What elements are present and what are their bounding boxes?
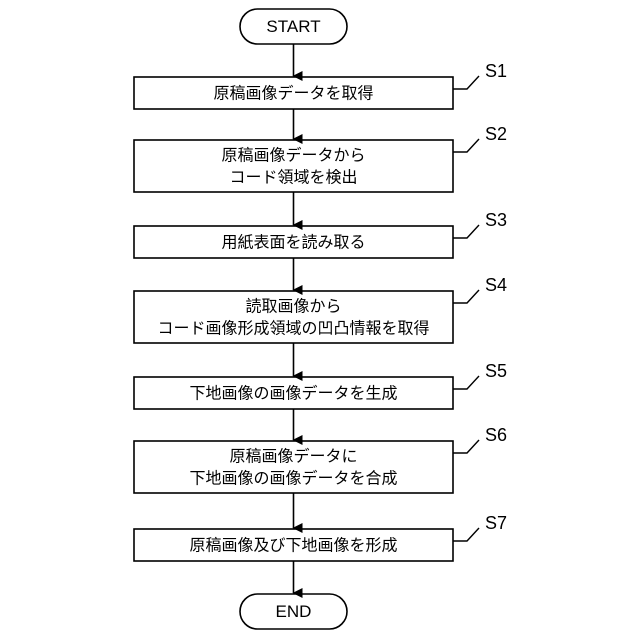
process-text-line: 用紙表面を読み取る bbox=[221, 233, 365, 252]
process-text-line: 原稿画像データに bbox=[229, 447, 357, 466]
step-id-label: S4 bbox=[485, 275, 507, 295]
end-label: END bbox=[276, 602, 312, 621]
end-terminal: END bbox=[240, 594, 347, 629]
process-box-s2: 原稿画像データからコード領域を検出 S2 bbox=[134, 124, 507, 192]
step-id-label: S7 bbox=[485, 513, 507, 533]
process-box-s4: 読取画像からコード画像形成領域の凹凸情報を取得 S4 bbox=[134, 275, 507, 343]
process-box-s3: 用紙表面を読み取る S3 bbox=[134, 210, 507, 258]
step-id-label: S1 bbox=[485, 61, 507, 81]
process-text-line: コード領域を検出 bbox=[229, 168, 357, 187]
process-box-s7: 原稿画像及び下地画像を形成 S7 bbox=[134, 513, 507, 561]
start-label: START bbox=[266, 17, 320, 36]
step-label-leader bbox=[453, 290, 479, 303]
step-id-label: S3 bbox=[485, 210, 507, 230]
process-text-line: 原稿画像データから bbox=[221, 146, 365, 165]
step-label-leader bbox=[453, 376, 479, 389]
process-steps: 原稿画像データを取得 S1 原稿画像データからコード領域を検出 S2 用紙表面を読み取る… bbox=[134, 61, 507, 561]
process-box-s5: 下地画像の画像データを生成 S5 bbox=[134, 361, 507, 409]
step-label-leader bbox=[453, 528, 479, 541]
process-text-line: 下地画像の画像データを生成 bbox=[189, 384, 397, 403]
process-box-s1: 原稿画像データを取得 S1 bbox=[134, 61, 507, 109]
step-id-label: S5 bbox=[485, 361, 507, 381]
process-text-line: 原稿画像及び下地画像を形成 bbox=[189, 536, 397, 555]
process-text-line: 原稿画像データを取得 bbox=[213, 84, 373, 103]
step-label-leader bbox=[453, 225, 479, 238]
process-box-s6: 原稿画像データに下地画像の画像データを合成 S6 bbox=[134, 425, 507, 493]
process-text-line: コード画像形成領域の凹凸情報を取得 bbox=[157, 319, 429, 338]
step-id-label: S6 bbox=[485, 425, 507, 445]
start-terminal: START bbox=[240, 9, 347, 44]
step-label-leader bbox=[453, 76, 479, 89]
process-text-line: 下地画像の画像データを合成 bbox=[189, 469, 397, 488]
step-id-label: S2 bbox=[485, 124, 507, 144]
step-label-leader bbox=[453, 440, 479, 453]
step-label-leader bbox=[453, 139, 479, 152]
process-text-line: 読取画像から bbox=[245, 297, 341, 316]
